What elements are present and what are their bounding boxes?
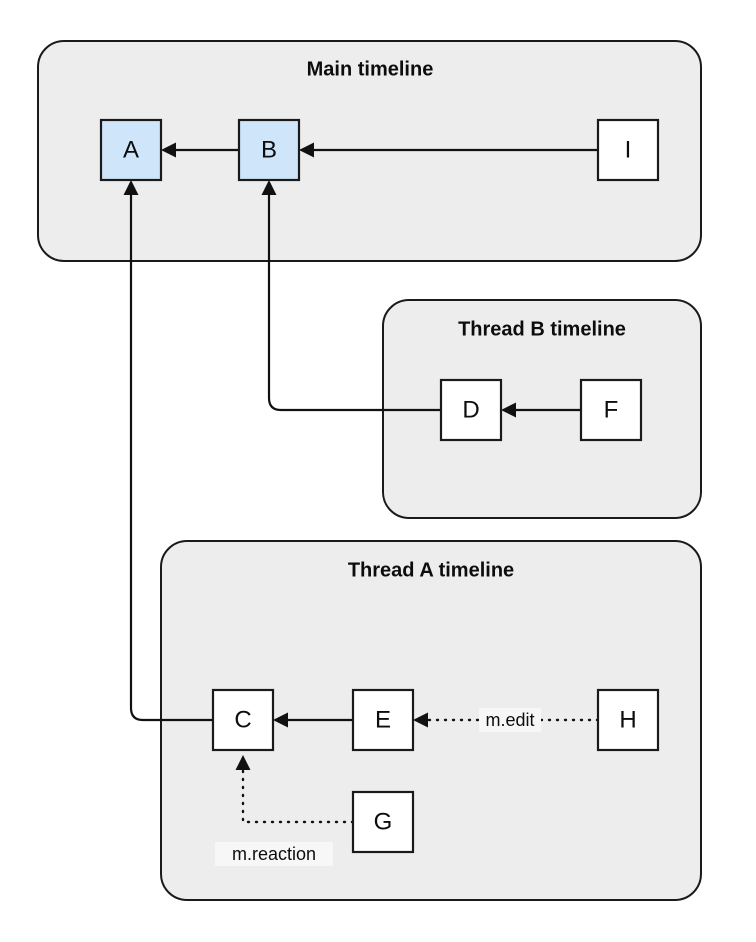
edge-e-to-c [273, 712, 353, 728]
event-node-G[interactable]: G [351, 790, 415, 854]
event-node-box-E[interactable] [351, 688, 415, 752]
arrowhead-icon-h-to-e [413, 712, 428, 728]
arrowhead-icon-d-to-b [261, 180, 277, 195]
event-node-D[interactable]: D [439, 378, 503, 442]
arrowhead-icon-b-to-a [161, 142, 176, 158]
edge-label-background-g-to-c [215, 842, 333, 866]
event-node-box-G[interactable] [351, 790, 415, 854]
event-node-box-D[interactable] [439, 378, 503, 442]
event-node-label-F: F [604, 396, 619, 423]
arrowhead-icon-e-to-c [273, 712, 288, 728]
edge-d-to-b [261, 180, 441, 412]
event-node-label-H: H [619, 706, 636, 733]
arrowhead-icon-f-to-d [501, 402, 516, 418]
edge-line-d-to-b [267, 187, 441, 412]
event-node-label-C: C [234, 706, 251, 733]
event-node-box-H[interactable] [596, 688, 660, 752]
edge-label-h-to-e: m.edit [479, 708, 541, 732]
edge-label-g-to-c: m.reaction [215, 842, 333, 866]
event-node-H[interactable]: H [596, 688, 660, 752]
container-title-thread-a: Thread A timeline [348, 559, 514, 581]
event-node-box-B[interactable] [237, 118, 301, 182]
event-node-F[interactable]: F [579, 378, 643, 442]
container-title-main: Main timeline [307, 58, 434, 80]
arrowhead-icon-g-to-c [235, 755, 251, 770]
event-node-box-C[interactable] [211, 688, 275, 752]
event-node-label-B: B [261, 136, 277, 163]
event-node-label-E: E [375, 706, 391, 733]
edge-label-background-h-to-e [479, 708, 541, 732]
event-node-label-I: I [625, 136, 632, 163]
edge-f-to-d [501, 402, 581, 418]
edge-label-layer: m.edit m.reaction [215, 708, 541, 866]
event-node-label-A: A [123, 136, 139, 163]
edge-label-text-g-to-c: m.reaction [232, 844, 316, 864]
event-node-box-A[interactable] [99, 118, 163, 182]
arrowhead-icon-i-to-b [299, 142, 314, 158]
event-node-B[interactable]: B [237, 118, 301, 182]
event-node-E[interactable]: E [351, 688, 415, 752]
edge-i-to-b [299, 142, 598, 158]
event-node-label-D: D [462, 396, 479, 423]
edge-g-to-c [235, 755, 355, 824]
event-node-C[interactable]: C [211, 688, 275, 752]
event-node-box-I[interactable] [596, 118, 660, 182]
event-node-A[interactable]: A [99, 118, 163, 182]
edge-label-text-h-to-e: m.edit [485, 710, 534, 730]
node-layer: A B I D F C E H G [99, 118, 660, 854]
edge-c-to-a [123, 180, 213, 722]
edge-line-c-to-a [129, 187, 213, 722]
event-node-label-G: G [374, 808, 393, 835]
event-node-box-F[interactable] [579, 378, 643, 442]
event-node-I[interactable]: I [596, 118, 660, 182]
arrowhead-icon-c-to-a [123, 180, 139, 195]
edge-b-to-a [161, 142, 239, 158]
container-title-thread-b: Thread B timeline [458, 318, 626, 340]
